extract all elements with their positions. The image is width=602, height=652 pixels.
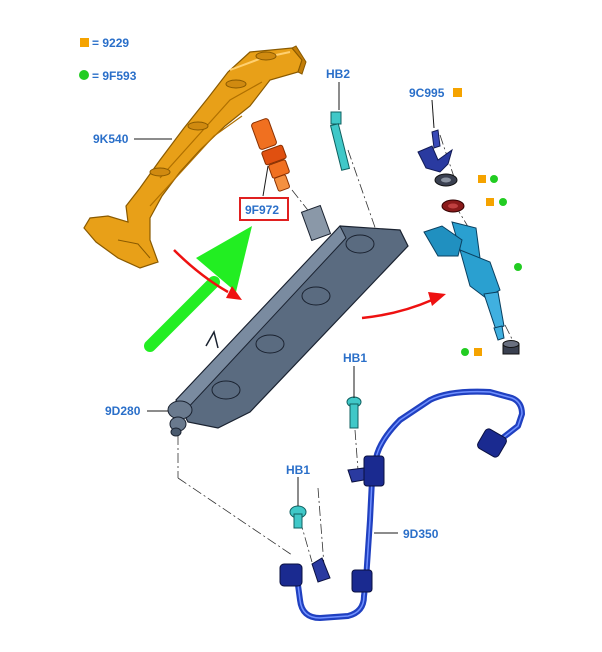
fuel-injector [423,221,505,341]
label-9d350: 9D350 [403,527,439,541]
label-9d280: 9D280 [105,404,141,418]
legend-square-icon [80,38,89,47]
label-hb1-lower: HB1 [286,463,310,477]
label-hb1-upper: HB1 [343,351,367,365]
fuel-rail [167,204,409,437]
legend: = 9229 = 9F593 [79,36,137,83]
label-9c995: 9C995 [409,86,445,100]
green-arrow [144,226,252,352]
bolt-hb1-upper [346,396,362,429]
red-arrow-right [361,292,446,320]
fuel-pipe [279,388,525,621]
leader-lines [134,82,435,534]
label-9k540: 9K540 [93,132,129,146]
legend-circle-icon [79,70,89,80]
injector-clip [417,129,453,173]
bolt-hb1-lower [289,505,307,529]
bolt-hb2 [329,111,351,171]
red-arrow-left [173,249,242,300]
label-hb2: HB2 [326,67,350,81]
fuel-rail-cover [83,45,307,269]
label-9f972: 9F972 [245,203,279,217]
part-markers [453,88,522,356]
seal-ring-lower [502,340,520,355]
fuel-pressure-sensor [251,118,290,192]
highlight-box-9f972 [239,197,289,221]
legend-square-text: = 9229 [92,36,129,50]
legend-circle-text: = 9F593 [92,69,137,83]
